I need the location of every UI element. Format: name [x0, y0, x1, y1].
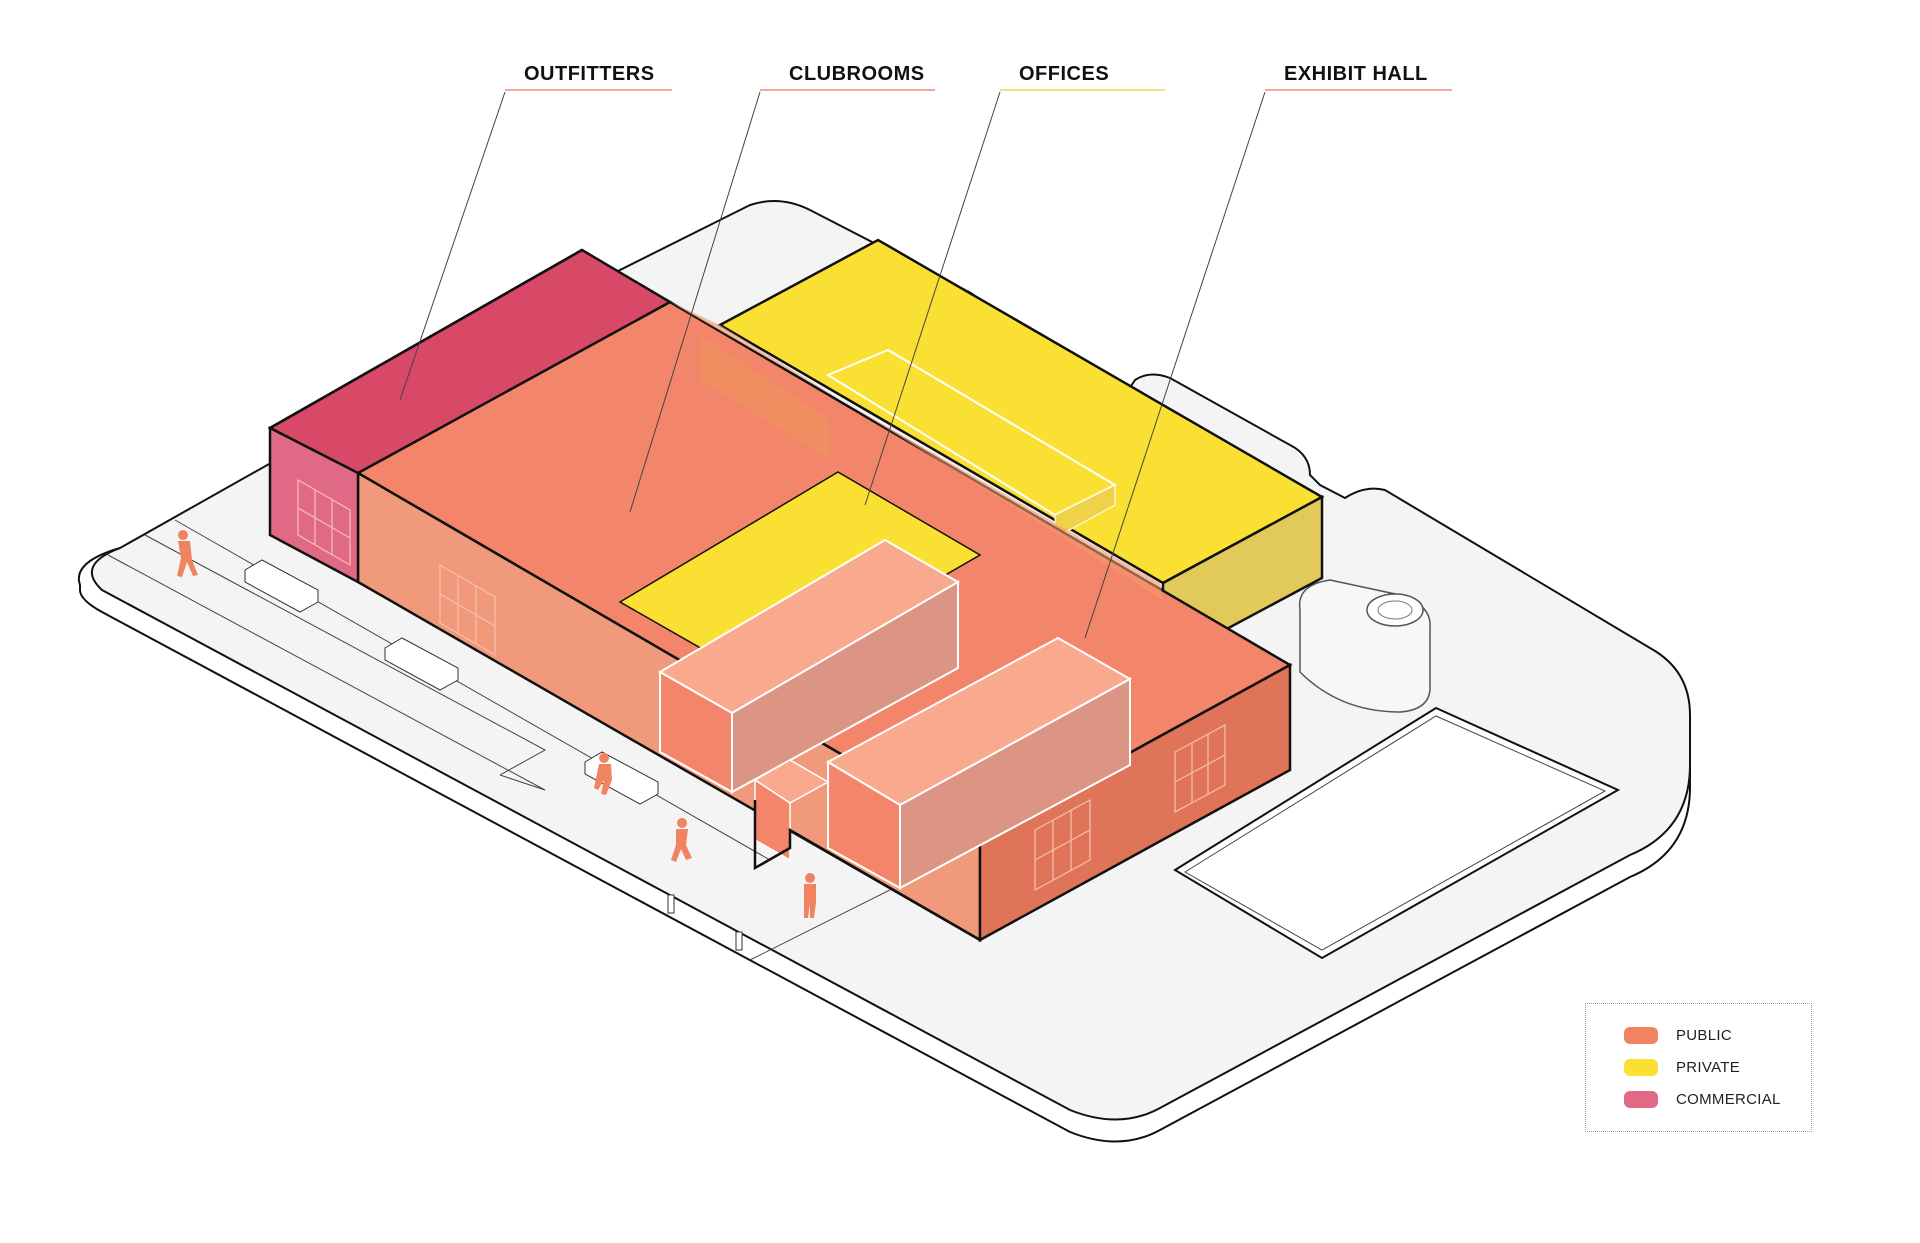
callout-leader-lines — [399, 91, 1266, 639]
legend-label-public: PUBLIC — [1676, 1026, 1732, 1044]
exhibit-hall-bars — [658, 538, 1133, 890]
person-figure-4 — [804, 873, 816, 918]
person-figure-2 — [594, 753, 612, 795]
commercial-outfitters-block — [267, 248, 673, 585]
legend-label-commercial: COMMERCIAL — [1676, 1090, 1781, 1108]
legend-label-private: PRIVATE — [1676, 1058, 1741, 1076]
callout-clubrooms: CLUBROOMS — [789, 63, 925, 85]
callout-exhibit-hall: EXHIBIT HALL — [1284, 63, 1428, 85]
program-legend: PUBLIC PRIVATE COMMERCIAL — [1585, 1003, 1812, 1132]
legend-item-private: PRIVATE — [1624, 1056, 1740, 1078]
legend-swatch-commercial — [1624, 1090, 1658, 1108]
legend-item-commercial: COMMERCIAL — [1624, 1088, 1781, 1110]
facade-windows — [297, 478, 1226, 892]
person-figure-1 — [177, 530, 198, 577]
callout-offices: OFFICES — [1019, 63, 1110, 85]
people-figures — [177, 530, 816, 918]
legend-swatch-public — [1624, 1026, 1658, 1044]
entry-notch — [753, 800, 981, 942]
person-figure-3 — [671, 818, 692, 862]
legend-swatch-private — [1624, 1058, 1658, 1076]
callout-outfitters: OUTFITTERS — [524, 63, 655, 85]
legend-item-public: PUBLIC — [1624, 1024, 1732, 1046]
